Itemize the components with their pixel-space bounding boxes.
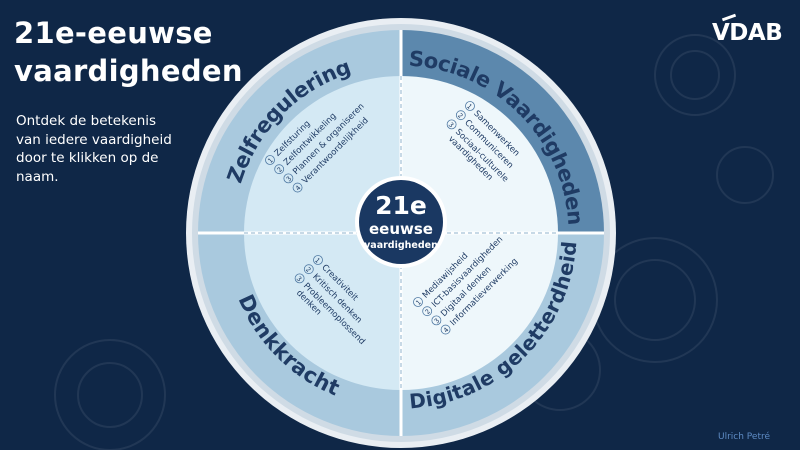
item-number-badge xyxy=(440,324,451,335)
item-number: 3 xyxy=(285,175,294,184)
intro-line: van iedere vaardigheid xyxy=(16,131,172,148)
gear-ring-icon xyxy=(77,362,143,428)
item-number-badge xyxy=(265,155,275,165)
item-number: 3 xyxy=(433,317,442,326)
item-number: 2 xyxy=(423,307,432,316)
intro-text: Ontdek de betekenis van iedere vaardighe… xyxy=(16,112,211,186)
item-number-badge xyxy=(303,264,314,275)
gear-ring-icon xyxy=(716,146,774,204)
center-subtitle: eeuwse xyxy=(369,220,433,238)
page-title: 21e-eeuwse vaardigheden xyxy=(14,14,243,90)
item-number: 3 xyxy=(295,275,304,284)
item-number-badge xyxy=(446,119,457,130)
page-title-line: vaardigheden xyxy=(14,54,243,88)
intro-line: Ontdek de betekenis xyxy=(16,113,157,129)
inner-denkkracht[interactable] xyxy=(244,233,401,390)
page-title-line: 21e-eeuwse xyxy=(14,16,213,50)
item-number-badge xyxy=(413,297,423,307)
gear-ring-icon xyxy=(54,339,166,450)
inner-digitale-geletterdheid[interactable] xyxy=(401,233,558,390)
item-number-badge xyxy=(292,182,303,193)
item-number: 2 xyxy=(275,165,284,174)
item-number: 1 xyxy=(313,256,322,265)
gear-ring-icon xyxy=(654,34,736,116)
item-number-badge xyxy=(294,273,305,284)
item-number-badge xyxy=(283,173,294,184)
item-number-badge xyxy=(274,164,285,175)
gear-ring-icon xyxy=(670,50,720,100)
item-number: 1 xyxy=(465,102,474,111)
item-number-badge xyxy=(422,306,433,317)
author-credit: Ulrich Petré xyxy=(718,432,771,442)
item-number: 2 xyxy=(304,265,313,274)
logo-text: VDAB xyxy=(712,20,783,46)
item-number: 4 xyxy=(442,326,451,335)
vdab-logo: VDAB xyxy=(712,13,783,46)
intro-line: door te klikken op de xyxy=(16,150,159,166)
inner-zelfregulering[interactable] xyxy=(244,76,401,233)
item-number: 4 xyxy=(294,184,303,193)
item-number-badge xyxy=(431,315,442,326)
center-hub xyxy=(359,180,443,264)
center-title: 21e xyxy=(375,191,427,220)
intro-line: naam. xyxy=(16,168,59,185)
item-number: 1 xyxy=(414,298,423,307)
item-number: 1 xyxy=(266,156,275,165)
item-number: 2 xyxy=(456,111,465,120)
item-number: 3 xyxy=(447,121,456,130)
item-number-badge xyxy=(455,110,466,121)
center-caption: vaardigheden xyxy=(364,240,438,251)
item-number-badge xyxy=(313,255,323,265)
inner-sociale-vaardigheden[interactable] xyxy=(401,76,558,233)
item-number-badge xyxy=(465,101,475,111)
gear-ring-icon xyxy=(614,259,696,341)
